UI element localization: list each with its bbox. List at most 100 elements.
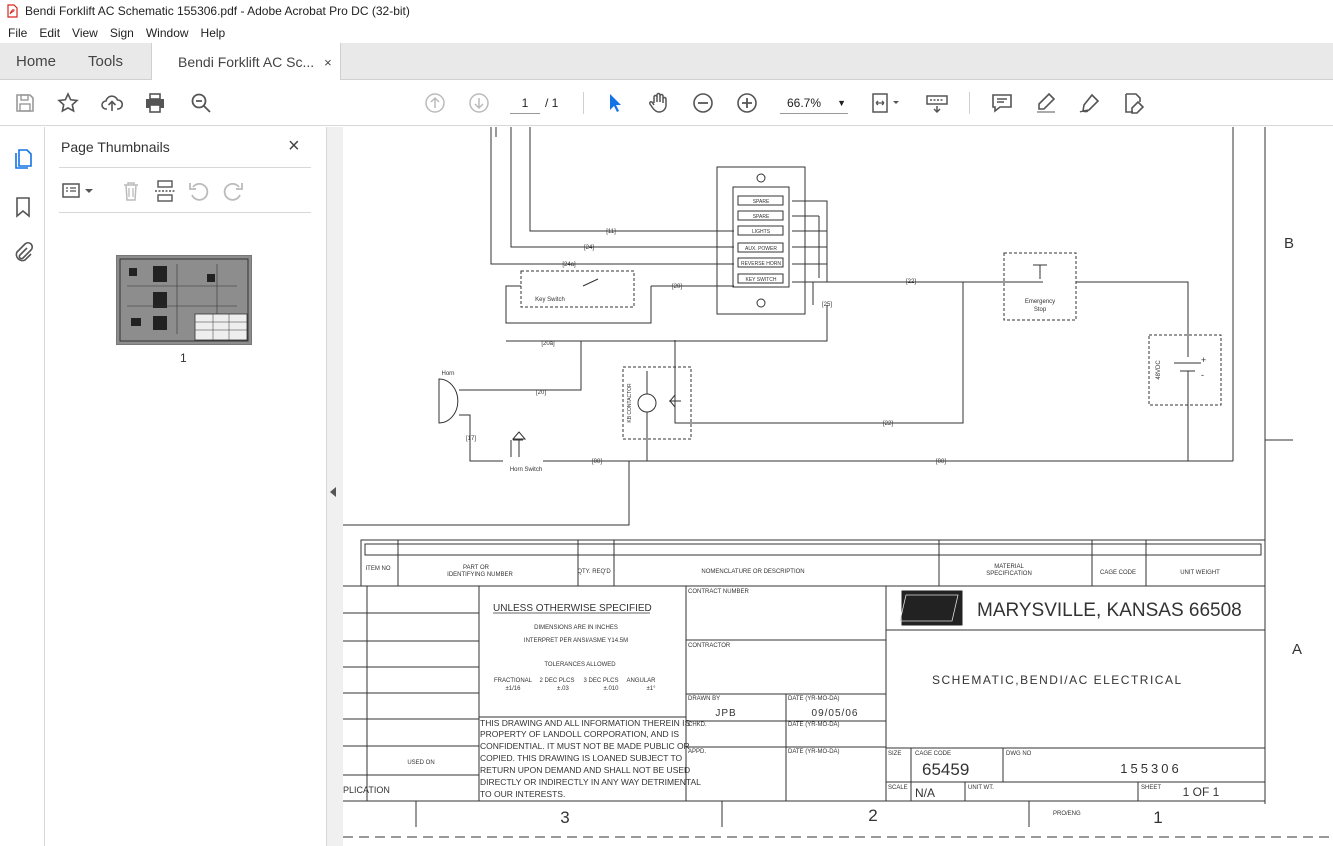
minus-circle-icon [693,93,713,113]
panel-collapse-strip[interactable] [327,127,343,846]
horn-label: Horn [441,371,454,377]
tb-angular-value: ±1° [646,686,656,692]
tab-home[interactable]: Home [16,53,57,70]
rotate-left-button[interactable] [187,179,211,203]
tab-close-icon[interactable]: × [324,54,332,70]
tb-date-label: DATE (YR-MO-DA) [788,749,840,755]
print-button[interactable] [143,91,167,115]
page-thumbnail[interactable] [116,255,252,345]
highlight-button[interactable] [1034,91,1058,115]
zoom-search-button[interactable] [189,91,213,115]
star-icon [57,92,79,113]
menu-help[interactable]: Help [200,25,226,40]
wire-label: [17] [466,436,476,442]
switch-label: REVERSE HORN [741,261,781,267]
wire-label: [24a] [562,262,576,268]
schematic-drawing: SPARE SPARE LIGHTS AUX. POWER REVERSE HO… [343,127,1333,838]
tab-document[interactable]: Bendi Forklift AC Sc... × [151,43,341,81]
options-menu-icon [62,183,93,198]
comment-icon [992,94,1012,113]
tb-dims-label: DIMENSIONS ARE IN INCHES [534,625,618,631]
bookmark-star-button[interactable] [56,91,80,115]
tb-property-line: CONFIDENTIAL. IT MUST NOT BE MADE PUBLIC… [480,741,690,751]
tb-interpret-label: INTERPRET PER ANSI/ASME Y14.5M [524,638,628,644]
delete-page-button[interactable] [119,179,143,203]
zone-2-marker: 2 [868,806,877,825]
tb-material-label: MATERIAL [994,564,1024,570]
scroll-mode-button[interactable] [925,91,949,115]
zone-b-marker: B [1284,235,1294,252]
upload-button[interactable] [100,91,124,115]
pages-icon [15,149,32,169]
rotate-clockwise-icon [223,182,243,201]
tb-property-line: RETURN UPON DEMAND AND SHALL NOT BE USED [480,765,690,775]
chevron-down-icon: ▼ [837,98,846,108]
draw-button[interactable] [1078,91,1102,115]
page-fit-button[interactable] [870,91,906,115]
tb-qty-label: QTY. REQ'D [577,569,611,575]
hand-tool-button[interactable] [647,91,671,115]
tb-sheet-value: 1 OF 1 [1183,785,1220,799]
tb-identifying-label: IDENTIFYING NUMBER [447,572,513,578]
menu-sign[interactable]: Sign [109,25,134,40]
title-bar: Bendi Forklift AC Schematic 155306.pdf -… [0,0,1333,22]
collapse-arrow-icon[interactable] [330,487,336,497]
page-total: / 1 [545,96,559,110]
panel-title: Page Thumbnails [61,139,170,155]
tb-drawn-label: DRAWN BY [688,696,720,702]
panel-divider [59,167,311,168]
tb-fractional-value: ±1/16 [506,686,522,692]
tab-tools[interactable]: Tools [88,53,124,70]
switch-label: LIGHTS [752,229,771,235]
thumbnail-options-button[interactable] [61,179,97,203]
insert-page-button[interactable] [153,179,177,203]
insert-page-icon [155,180,175,202]
wire-label: [20] [672,284,682,290]
save-icon [16,94,34,112]
tb-angular-label: ANGULAR [626,678,656,684]
key-switch-label: Key Switch [535,297,565,303]
rotate-right-button[interactable] [221,179,245,203]
tb-tolerances-label: TOLERANCES ALLOWED [544,662,616,668]
menu-view[interactable]: View [72,25,98,40]
bookmarks-button[interactable] [11,195,35,219]
wire-label: [00] [936,459,946,465]
magnify-minus-icon [191,93,211,113]
zoom-in-button[interactable] [735,91,759,115]
tb-application-label: PLICATION [343,785,390,795]
menu-file[interactable]: File [8,25,28,40]
document-viewport[interactable]: SPARE SPARE LIGHTS AUX. POWER REVERSE HO… [343,127,1333,846]
next-page-button[interactable] [467,91,491,115]
save-button[interactable] [13,91,37,115]
cursor-arrow-icon [610,94,621,112]
page-number-input[interactable]: 1 [510,92,540,114]
zoom-level-value: 66.7% [787,96,822,110]
tb-property-line: DIRECTLY OR INDIRECTLY IN ANY WAY DETRIM… [480,777,701,787]
zoom-out-button[interactable] [691,91,715,115]
battery-plus-label: + [1201,355,1206,365]
fill-sign-button[interactable] [1122,91,1146,115]
wire-label: [25] [822,302,832,308]
select-tool-button[interactable] [603,91,627,115]
menu-window[interactable]: Window [145,25,189,40]
previous-page-button[interactable] [423,91,447,115]
tb-city: MARYSVILLE, KANSAS 66508 [977,600,1242,621]
zoom-level-dropdown[interactable]: 66.7% ▼ [780,92,848,114]
arrow-up-circle-icon [425,93,445,113]
tb-date-label: DATE (YR-MO-DA) [788,722,840,728]
attachments-button[interactable] [11,241,35,265]
tb-property-line: COPIED. THIS DRAWING IS LOANED SUBJECT T… [480,753,683,763]
tb-scale-label: SCALE [888,785,908,791]
switch-label: KEY SWITCH [745,277,776,283]
close-panel-icon[interactable]: × [288,135,300,157]
comment-button[interactable] [990,91,1014,115]
arrow-down-circle-icon [469,93,489,113]
fill-sign-icon [1125,93,1145,114]
menu-edit[interactable]: Edit [39,25,61,40]
tb-unit-wt-label: UNIT WT. [968,785,994,791]
zone-3-marker: 3 [560,808,569,827]
page-thumbnails-button[interactable] [11,147,35,171]
wire-label: [20] [536,390,546,396]
tb-item-label: ITEM NO [366,566,391,572]
toolbar-divider [583,92,584,114]
